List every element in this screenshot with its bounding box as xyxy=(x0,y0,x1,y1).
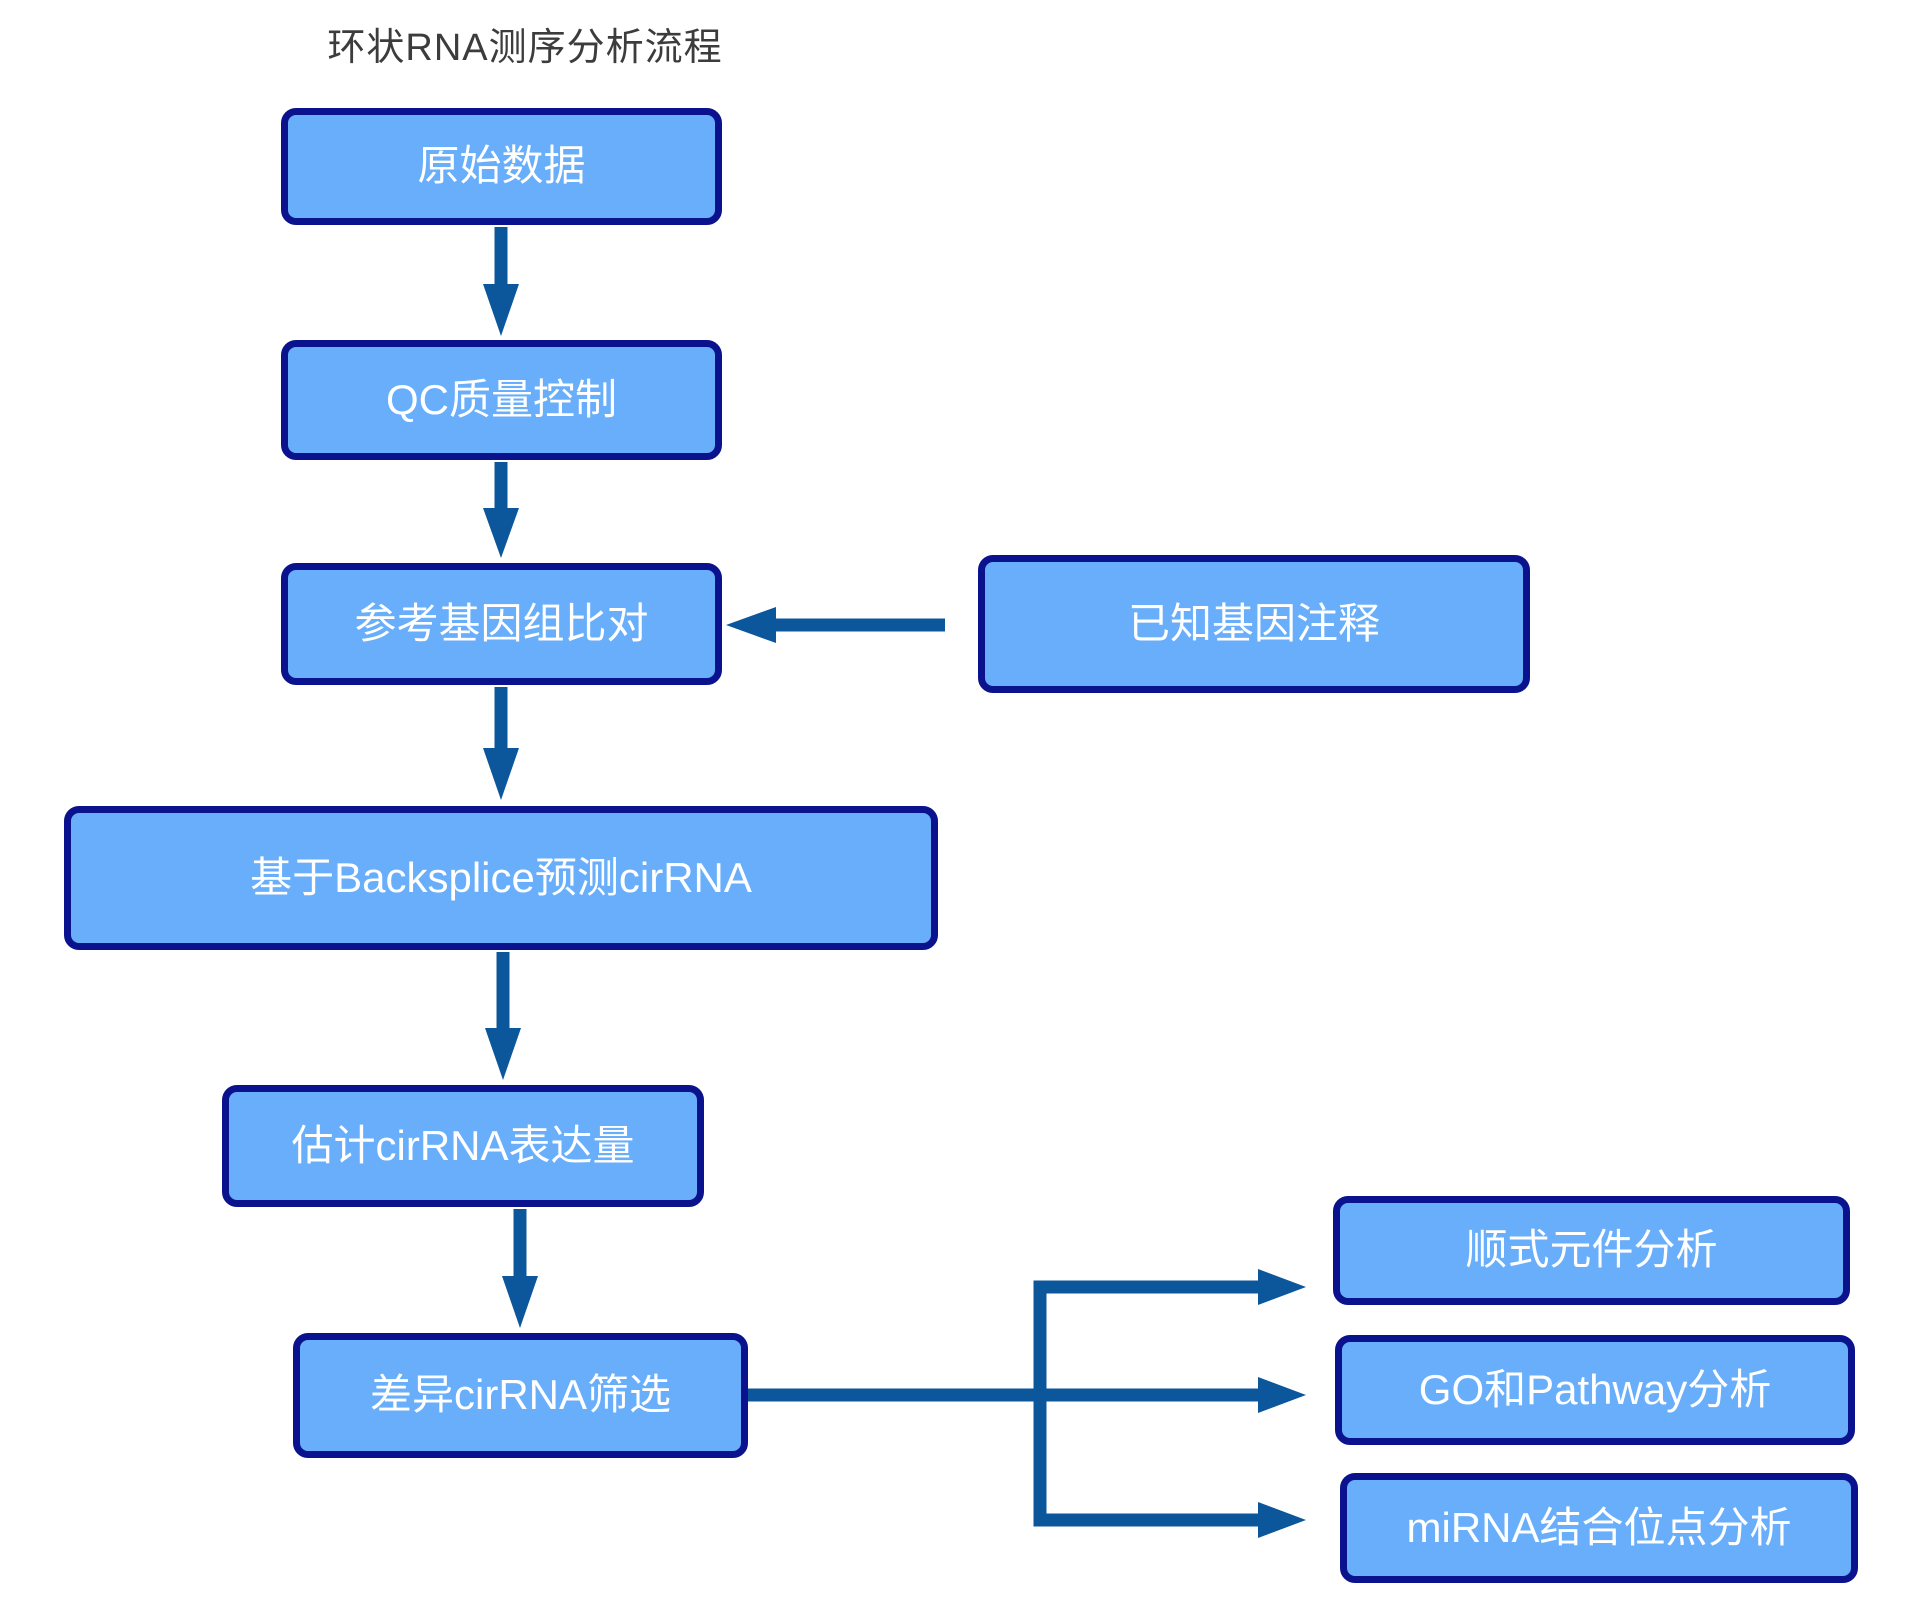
node-cis-element-analysis: 顺式元件分析 xyxy=(1333,1196,1850,1305)
node-differential-cirrna-screening: 差异cirRNA筛选 xyxy=(293,1333,748,1458)
node-differential-cirrna-screening-label: 差异cirRNA筛选 xyxy=(370,1371,671,1419)
node-backsplice-prediction: 基于Backsplice预测cirRNA xyxy=(64,806,938,950)
arrow-expression-to-diff xyxy=(502,1209,538,1328)
arrow-raw-to-qc xyxy=(483,227,519,336)
node-cirrna-expression-estimation-label: 估计cirRNA表达量 xyxy=(291,1121,635,1169)
node-reference-genome-alignment: 参考基因组比对 xyxy=(281,563,722,685)
node-cirrna-expression-estimation: 估计cirRNA表达量 xyxy=(222,1085,704,1207)
node-go-pathway-analysis: GO和Pathway分析 xyxy=(1335,1335,1855,1445)
arrow-diff-to-mirna xyxy=(1033,1502,1306,1538)
arrow-align-to-backsplice xyxy=(483,687,519,800)
node-mirna-binding-site-analysis-label: miRNA结合位点分析 xyxy=(1406,1503,1792,1551)
arrow-anno-to-align xyxy=(726,607,945,643)
node-known-gene-annotation-label: 已知基因注释 xyxy=(1127,599,1380,647)
node-qc-quality-control: QC质量控制 xyxy=(281,340,722,460)
arrow-diff-to-go-pathway xyxy=(748,1377,1306,1413)
arrow-diff-to-cis xyxy=(1033,1269,1306,1305)
node-raw-data-label: 原始数据 xyxy=(417,142,586,190)
diagram-title: 环状RNA测序分析流程 xyxy=(327,27,723,69)
node-cis-element-analysis-label: 顺式元件分析 xyxy=(1465,1226,1718,1274)
node-qc-quality-control-label: QC质量控制 xyxy=(385,375,617,423)
node-backsplice-prediction-label: 基于Backsplice预测cirRNA xyxy=(250,853,752,901)
node-raw-data: 原始数据 xyxy=(281,108,722,225)
node-reference-genome-alignment-label: 参考基因组比对 xyxy=(354,599,649,647)
node-known-gene-annotation: 已知基因注释 xyxy=(978,555,1530,693)
arrow-backsplice-to-expression xyxy=(485,952,521,1080)
node-go-pathway-analysis-label: GO和Pathway分析 xyxy=(1418,1365,1772,1413)
arrow-qc-to-align xyxy=(483,462,519,558)
node-mirna-binding-site-analysis: miRNA结合位点分析 xyxy=(1340,1473,1858,1583)
